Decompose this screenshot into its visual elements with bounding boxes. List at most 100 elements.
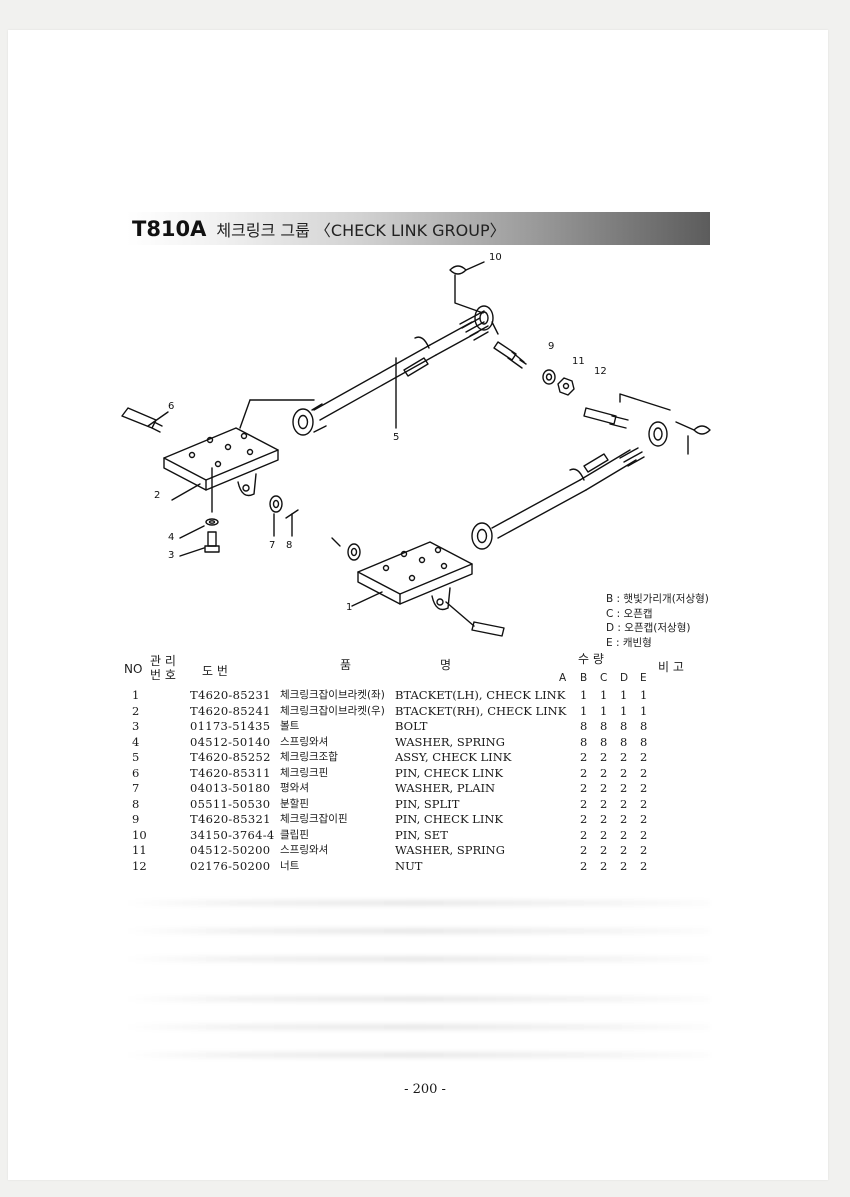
qty-d: 2: [620, 781, 628, 795]
qty-b: 2: [580, 812, 588, 826]
qty-e: 2: [640, 796, 648, 811]
bracket-2: [163, 399, 315, 513]
drawing-number: 04512-50140: [190, 734, 271, 749]
drawing-number: 04013-50180: [190, 781, 271, 795]
callout-11: 11: [572, 356, 585, 367]
callout-1: 1: [346, 602, 352, 613]
row-number: 12: [132, 858, 147, 873]
parts-table-header: NO 관 리 번 호 도 번 품 명 수 량 비 고 A B C D E: [118, 652, 718, 686]
qty-d: 2: [620, 765, 628, 780]
header-col-c: C: [600, 672, 608, 684]
legend-item: C : 오픈캡: [606, 607, 653, 620]
row-number: 8: [132, 796, 140, 811]
korean-name: 체크링크잡이브라켓(우): [280, 704, 385, 717]
qty-c: 8: [600, 719, 608, 733]
section-code: T810A: [132, 216, 207, 241]
scan-artifact: [124, 928, 710, 934]
row-number: 10: [132, 827, 147, 842]
qty-c: 2: [600, 750, 608, 764]
drawing-number: T4620-85252: [190, 750, 271, 764]
english-name: WASHER, PLAIN: [395, 781, 496, 795]
header-col-b: B: [580, 672, 588, 684]
english-name: BTACKET(RH), CHECK LINK: [395, 703, 567, 718]
upper-check-link-assembly: [292, 305, 494, 436]
scan-artifact: [124, 1024, 710, 1030]
section-title-bar: T810A 체크링크 그룹 〈CHECK LINK GROUP〉: [126, 212, 710, 245]
qty-d: 1: [620, 703, 628, 718]
english-name: PIN, CHECK LINK: [395, 765, 504, 780]
qty-e: 8: [640, 719, 648, 733]
qty-b: 2: [580, 781, 588, 795]
qty-e: 2: [640, 858, 648, 873]
korean-name: 분할핀: [280, 797, 309, 810]
header-name-b: 명: [440, 658, 452, 672]
callout-3: 3: [168, 550, 174, 561]
english-name: WASHER, SPRING: [395, 734, 505, 749]
page-number: - 200 -: [404, 1082, 446, 1097]
qty-d: 2: [620, 796, 628, 811]
qty-d: 2: [620, 812, 628, 826]
korean-name: 체크링크핀: [280, 766, 329, 779]
callout-7: 7: [269, 540, 275, 551]
qty-e: 2: [640, 827, 648, 842]
qty-b: 2: [580, 858, 588, 873]
drawing-number: 02176-50200: [190, 858, 271, 873]
qty-d: 2: [620, 750, 628, 764]
qty-b: 1: [580, 703, 588, 718]
drawing-number: T4620-85311: [190, 765, 271, 780]
row-number: 5: [132, 750, 140, 764]
header-quantity: 수 량: [578, 652, 604, 666]
header-col-a: A: [559, 672, 567, 684]
qty-c: 2: [600, 796, 608, 811]
bolt-3-washer-4: [179, 518, 220, 557]
qty-b: 2: [580, 827, 588, 842]
qty-e: 2: [640, 843, 648, 857]
header-col-d: D: [620, 672, 629, 684]
scan-artifact: [124, 900, 710, 906]
legend-item: D : 오픈캡(저상형): [606, 622, 691, 634]
callout-8: 8: [286, 540, 292, 551]
qty-e: 2: [640, 765, 648, 780]
header-col-e: E: [640, 672, 647, 684]
callout-2: 2: [154, 490, 160, 501]
callout-9: 9: [548, 341, 554, 352]
callout-12: 12: [594, 366, 607, 377]
row-number: 11: [132, 843, 147, 857]
header-remarks: 비 고: [658, 660, 684, 674]
model-legend: B : 햇빛가리개(저상형) C : 오픈캡 D : 오픈캡(저상형) E : …: [606, 592, 709, 650]
english-name: BOLT: [395, 719, 428, 733]
qty-c: 1: [600, 688, 608, 702]
drawing-number: T4620-85321: [190, 812, 271, 826]
qty-c: 2: [600, 858, 608, 873]
qty-b: 2: [580, 750, 588, 764]
qty-d: 8: [620, 719, 628, 733]
qty-e: 1: [640, 688, 648, 702]
drawing-number: 05511-50530: [190, 796, 271, 811]
english-name: BTACKET(LH), CHECK LINK: [395, 688, 566, 702]
header-mgmt-bottom: 번 호: [150, 668, 176, 682]
lower-check-link-assembly: [471, 393, 711, 550]
header-drawing-number: 도 번: [202, 664, 228, 678]
row-number: 7: [132, 781, 140, 795]
exploded-parts-diagram: 10 9 11 12 6 5 2 4 3 7 8 1: [121, 252, 711, 637]
header-name-a: 품: [340, 658, 352, 672]
drawing-number: T4620-85241: [190, 703, 271, 718]
header-no: NO: [124, 662, 143, 676]
section-title: 체크링크 그룹 〈CHECK LINK GROUP〉: [216, 220, 506, 240]
drawing-number: T4620-85231: [190, 688, 271, 702]
scan-artifact: [124, 996, 710, 1002]
qty-e: 2: [640, 781, 648, 795]
drawing-number: 34150-3764-4: [190, 827, 275, 842]
korean-name: 너트: [280, 859, 300, 872]
